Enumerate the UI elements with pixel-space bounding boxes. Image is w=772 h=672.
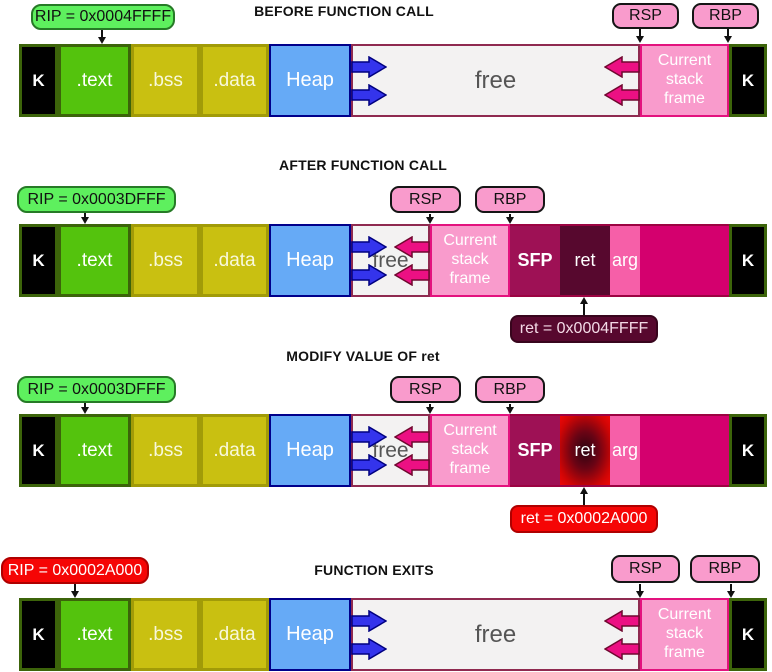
section-title: BEFORE FUNCTION CALL: [254, 3, 434, 19]
rip-pointer-arrow: [81, 403, 89, 414]
segment-kernel-left: K: [19, 44, 58, 117]
rip-pointer-arrow: [81, 213, 89, 224]
segment-stack-frame: Current stack frame: [430, 414, 510, 487]
heap-growth-arrow-icon: [351, 610, 387, 632]
rbp-pointer-arrow: [506, 404, 514, 414]
segment-stack-frame: Current stack frame: [430, 224, 510, 297]
stack-growth-arrow-icon: [394, 454, 430, 476]
segment-free: free: [351, 44, 640, 117]
memory-bar: K .text .bss .data Heap free Current sta…: [19, 44, 767, 117]
segment-kernel-right: K: [729, 414, 767, 487]
segment-free: free: [351, 224, 430, 297]
segment-kernel-left: K: [19, 224, 58, 297]
segment-kernel-right: K: [729, 44, 767, 117]
stack-growth-arrow-icon: [604, 56, 640, 78]
stack-growth-arrow-icon: [604, 84, 640, 106]
segment-data: .data: [200, 414, 269, 487]
heap-growth-arrow-icon: [351, 454, 387, 476]
previous-stack-region: SFP ret arg: [510, 224, 729, 297]
free-label: free: [372, 438, 409, 462]
rbp-badge: RBP: [475, 376, 545, 403]
segment-bss: .bss: [131, 224, 200, 297]
rip-label: RIP = 0x0002A000: [1, 557, 149, 584]
segment-data: .data: [200, 598, 269, 671]
segment-sfp: SFP: [510, 416, 560, 485]
rbp-badge: RBP: [475, 186, 545, 213]
rsp-badge: RSP: [612, 3, 679, 29]
heap-growth-arrow-icon: [351, 638, 387, 660]
segment-kernel-right: K: [729, 224, 767, 297]
rbp-pointer-arrow: [724, 29, 732, 43]
segment-ret-modified: ret: [560, 416, 610, 485]
segment-data: .data: [200, 44, 269, 117]
segment-free: free: [351, 414, 430, 487]
segment-ret: ret: [560, 226, 610, 295]
memory-bar: K .text .bss .data Heap free Current sta…: [19, 598, 767, 671]
section-title: MODIFY VALUE OF ret: [286, 348, 440, 364]
rip-label: RIP = 0x0003DFFF: [17, 186, 176, 213]
rbp-badge: RBP: [690, 555, 760, 583]
ret-pointer-arrow: [580, 297, 588, 315]
rip-label: RIP = 0x0003DFFF: [17, 376, 176, 403]
ret-value-label: ret = 0x0004FFFF: [510, 315, 658, 343]
rsp-pointer-arrow: [636, 29, 644, 43]
segment-arg: arg: [610, 416, 640, 485]
rbp-pointer-arrow: [727, 584, 735, 598]
rsp-pointer-arrow: [426, 214, 434, 224]
stack-growth-arrow-icon: [394, 264, 430, 286]
section-title: FUNCTION EXITS: [314, 562, 434, 578]
previous-stack-region: SFP ret arg: [510, 414, 729, 487]
stack-growth-arrow-icon: [604, 610, 640, 632]
rip-pointer-arrow: [71, 584, 79, 598]
segment-kernel-right: K: [729, 598, 767, 671]
rip-pointer-arrow: [98, 30, 106, 44]
section-title: AFTER FUNCTION CALL: [279, 157, 447, 173]
stack-growth-arrow-icon: [394, 426, 430, 448]
free-label: free: [372, 248, 409, 272]
segment-bss: .bss: [131, 44, 200, 117]
segment-heap: Heap: [269, 598, 351, 671]
rsp-badge: RSP: [611, 555, 680, 583]
segment-bss: .bss: [131, 598, 200, 671]
segment-text: .text: [58, 414, 131, 487]
rsp-badge: RSP: [390, 186, 461, 213]
heap-growth-arrow-icon: [351, 236, 387, 258]
free-label: free: [474, 66, 517, 94]
segment-text: .text: [58, 598, 131, 671]
stack-growth-arrow-icon: [394, 236, 430, 258]
memory-bar: K .text .bss .data Heap free Current sta…: [19, 224, 767, 297]
segment-free: free: [351, 598, 640, 671]
free-label: free: [474, 620, 517, 648]
rbp-badge: RBP: [692, 3, 759, 29]
segment-kernel-left: K: [19, 598, 58, 671]
segment-sfp: SFP: [510, 226, 560, 295]
heap-growth-arrow-icon: [351, 56, 387, 78]
heap-growth-arrow-icon: [351, 84, 387, 106]
segment-heap: Heap: [269, 414, 351, 487]
ret-value-label: ret = 0x0002A000: [510, 505, 658, 533]
segment-stack-frame: Current stack frame: [640, 44, 729, 117]
rsp-pointer-arrow: [636, 584, 644, 598]
rsp-pointer-arrow: [426, 404, 434, 414]
segment-bss: .bss: [131, 414, 200, 487]
heap-growth-arrow-icon: [351, 426, 387, 448]
segment-heap: Heap: [269, 224, 351, 297]
segment-arg: arg: [610, 226, 640, 295]
segment-stack-frame: Current stack frame: [640, 598, 729, 671]
segment-heap: Heap: [269, 44, 351, 117]
rip-label: RIP = 0x0004FFFF: [31, 4, 175, 30]
segment-kernel-left: K: [19, 414, 58, 487]
segment-text: .text: [58, 44, 131, 117]
ret-pointer-arrow: [580, 487, 588, 505]
rsp-badge: RSP: [390, 376, 461, 403]
heap-growth-arrow-icon: [351, 264, 387, 286]
rbp-pointer-arrow: [506, 214, 514, 224]
memory-bar: K .text .bss .data Heap free Current sta…: [19, 414, 767, 487]
segment-text: .text: [58, 224, 131, 297]
segment-data: .data: [200, 224, 269, 297]
stack-growth-arrow-icon: [604, 638, 640, 660]
